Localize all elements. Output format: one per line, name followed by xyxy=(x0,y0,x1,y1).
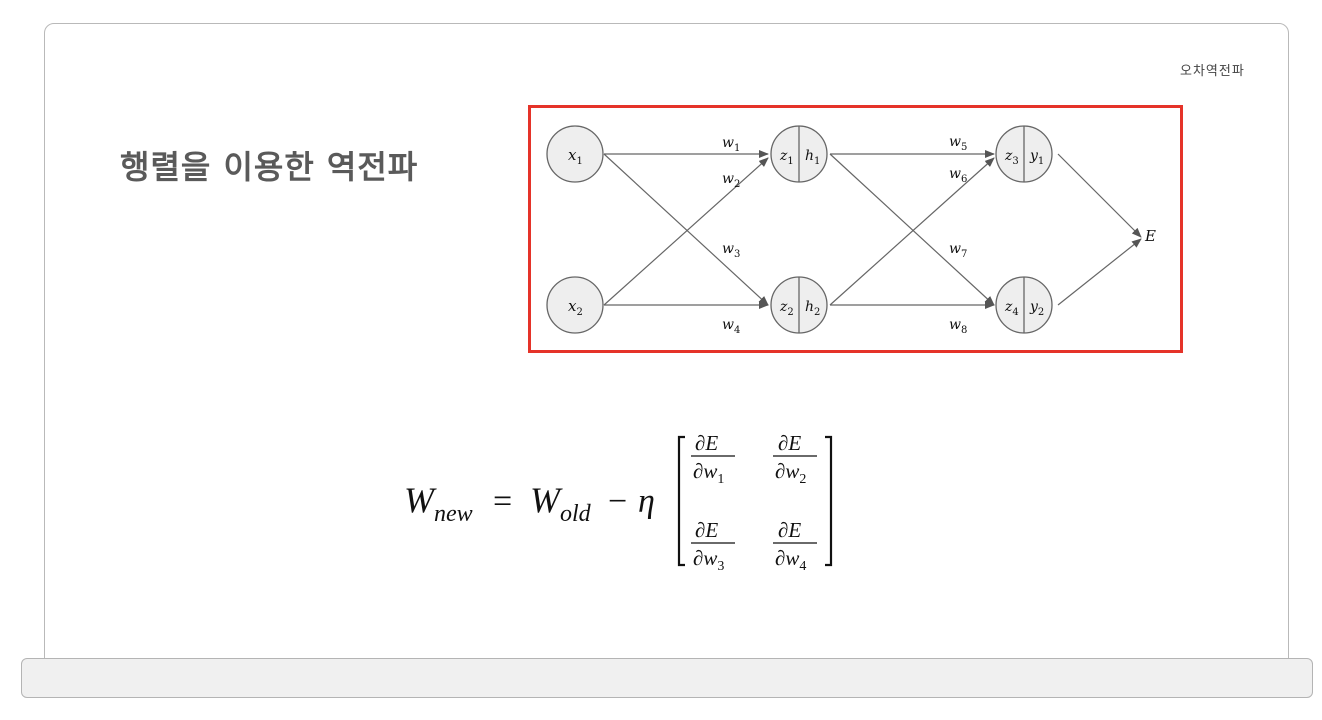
weight-update-formula: Wnew = Wold − η ∂E ∂w1 ∂E ∂w2 ∂E ∂w3 ∂E … xyxy=(404,431,833,574)
svg-text:z4: z4 xyxy=(1004,299,1019,318)
svg-text:y1: y1 xyxy=(1029,148,1044,167)
svg-text:Wold: Wold xyxy=(530,480,592,527)
svg-text:∂E: ∂E xyxy=(695,518,718,542)
edge-w3 xyxy=(603,153,769,306)
hidden-node-1: z1 h1 xyxy=(770,125,828,183)
weight-labels: w1 w2 w3 w4 w5 w6 w7 w8 xyxy=(722,134,967,336)
svg-text:z2: z2 xyxy=(779,299,794,318)
bottom-bar xyxy=(21,658,1313,698)
formula-lhs: Wnew = Wold − η xyxy=(404,480,655,527)
svg-text:∂w4: ∂w4 xyxy=(775,546,806,574)
matrix-cell-1-2: ∂E ∂w2 xyxy=(773,431,817,487)
weight-w3: w3 xyxy=(722,241,740,260)
slide-title: 행렬을 이용한 역전파 xyxy=(120,148,419,186)
svg-text:η: η xyxy=(638,483,655,520)
output-node-1: z3 y1 xyxy=(995,125,1053,183)
weight-w4: w4 xyxy=(722,317,740,336)
section-label: 오차역전파 xyxy=(1180,64,1245,79)
matrix-cell-1-1: ∂E ∂w1 xyxy=(691,431,735,487)
edges-to-error xyxy=(1057,153,1142,306)
weight-w1: w1 xyxy=(722,135,740,154)
svg-text:h2: h2 xyxy=(805,299,820,318)
svg-text:Wnew: Wnew xyxy=(404,480,473,527)
weight-w8: w8 xyxy=(949,317,967,336)
hidden-node-2: z2 h2 xyxy=(770,276,828,334)
svg-text:z3: z3 xyxy=(1004,148,1019,167)
edge-w2 xyxy=(603,157,769,306)
edge-y1-E xyxy=(1057,153,1142,238)
svg-text:x1: x1 xyxy=(568,146,583,167)
edge-y2-E xyxy=(1057,238,1142,306)
svg-text:∂w3: ∂w3 xyxy=(693,546,724,574)
svg-text:=: = xyxy=(493,483,512,520)
weight-w2: w2 xyxy=(722,171,740,190)
svg-text:∂E: ∂E xyxy=(695,431,718,455)
svg-text:−: − xyxy=(608,483,627,520)
edge-w6 xyxy=(829,157,995,306)
neural-network-diagram: x1 x2 z1 h1 z2 h2 z3 y1 z4 y2 E w1 w2 w3… xyxy=(546,125,1156,336)
weight-w7: w7 xyxy=(949,241,967,260)
svg-text:z1: z1 xyxy=(779,148,794,167)
edge-w7 xyxy=(829,153,995,306)
slide-panel xyxy=(44,23,1289,683)
svg-text:∂E: ∂E xyxy=(778,518,801,542)
svg-text:x2: x2 xyxy=(568,297,583,318)
svg-text:h1: h1 xyxy=(805,148,820,167)
svg-text:∂w1: ∂w1 xyxy=(693,459,724,487)
matrix-entries: ∂E ∂w1 ∂E ∂w2 ∂E ∂w3 ∂E ∂w4 xyxy=(691,431,817,574)
input-node-x2: x2 xyxy=(546,276,604,334)
matrix-cell-2-2: ∂E ∂w4 xyxy=(773,518,817,574)
weight-w5: w5 xyxy=(949,134,967,153)
svg-text:∂E: ∂E xyxy=(778,431,801,455)
input-node-x1: x1 xyxy=(546,125,604,183)
matrix-brackets xyxy=(677,435,833,567)
svg-text:y2: y2 xyxy=(1029,299,1044,318)
matrix-cell-2-1: ∂E ∂w3 xyxy=(691,518,735,574)
output-node-2: z4 y2 xyxy=(995,276,1053,334)
svg-text:∂w2: ∂w2 xyxy=(775,459,806,487)
weight-w6: w6 xyxy=(949,166,967,185)
edges-layer2 xyxy=(829,150,995,309)
error-label: E xyxy=(1144,227,1156,245)
edges-layer1 xyxy=(603,150,769,309)
